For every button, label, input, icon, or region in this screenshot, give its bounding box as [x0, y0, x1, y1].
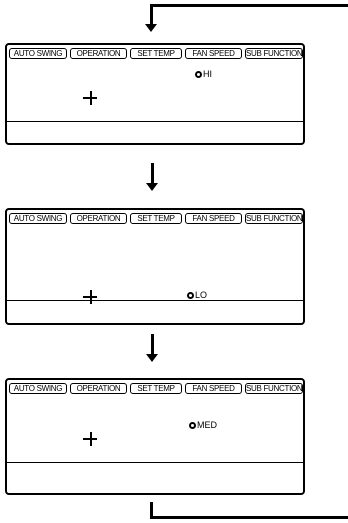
display-divider	[7, 462, 303, 463]
auto-swing-button[interactable]: AUTO SWING	[9, 48, 67, 59]
loop-line-top	[150, 4, 348, 7]
fan-speed-button[interactable]: FAN SPEED	[185, 383, 242, 394]
louver-swing-icon	[83, 432, 99, 446]
fan-speed-indicator: LO	[187, 290, 207, 300]
loop-line-bottom-rise	[150, 502, 153, 519]
flow-line-1	[151, 163, 154, 184]
display-divider	[7, 300, 303, 301]
auto-swing-button[interactable]: AUTO SWING	[9, 213, 67, 224]
fan-speed-indicator: MED	[189, 420, 217, 430]
remote-display-panel-2: AUTO SWING OPERATION SET TEMP FAN SPEED …	[5, 208, 305, 325]
fan-icon	[187, 292, 194, 299]
set-temp-button[interactable]: SET TEMP	[130, 383, 182, 394]
fan-speed-label: LO	[195, 290, 208, 300]
button-row: AUTO SWING OPERATION SET TEMP FAN SPEED …	[9, 48, 303, 60]
button-row: AUTO SWING OPERATION SET TEMP FAN SPEED …	[9, 213, 303, 225]
fan-icon	[189, 422, 196, 429]
operation-button[interactable]: OPERATION	[70, 213, 127, 224]
fan-speed-label: MED	[197, 420, 217, 430]
button-row: AUTO SWING OPERATION SET TEMP FAN SPEED …	[9, 383, 303, 395]
loop-line-top-drop	[150, 4, 153, 26]
operation-button[interactable]: OPERATION	[70, 383, 127, 394]
louver-swing-icon	[83, 91, 99, 105]
loop-line-bottom	[150, 516, 348, 519]
fan-speed-button[interactable]: FAN SPEED	[185, 48, 242, 59]
set-temp-button[interactable]: SET TEMP	[130, 48, 182, 59]
down-arrow-icon	[145, 24, 157, 32]
remote-display-panel-3: AUTO SWING OPERATION SET TEMP FAN SPEED …	[5, 378, 305, 495]
sub-function-button[interactable]: SUB FUNCTION	[245, 383, 303, 394]
fan-speed-label: HI	[203, 69, 212, 79]
display-divider	[7, 121, 303, 122]
down-arrow-icon	[146, 354, 158, 362]
remote-display-panel-1: AUTO SWING OPERATION SET TEMP FAN SPEED …	[5, 43, 305, 145]
fan-speed-indicator: HI	[195, 69, 212, 79]
louver-swing-icon	[83, 290, 99, 304]
flow-line-2	[151, 334, 154, 355]
set-temp-button[interactable]: SET TEMP	[130, 213, 182, 224]
sub-function-button[interactable]: SUB FUNCTION	[245, 48, 303, 59]
fan-speed-button[interactable]: FAN SPEED	[185, 213, 242, 224]
operation-button[interactable]: OPERATION	[70, 48, 127, 59]
down-arrow-icon	[146, 183, 158, 191]
auto-swing-button[interactable]: AUTO SWING	[9, 383, 67, 394]
fan-icon	[195, 71, 202, 78]
sub-function-button[interactable]: SUB FUNCTION	[245, 213, 303, 224]
